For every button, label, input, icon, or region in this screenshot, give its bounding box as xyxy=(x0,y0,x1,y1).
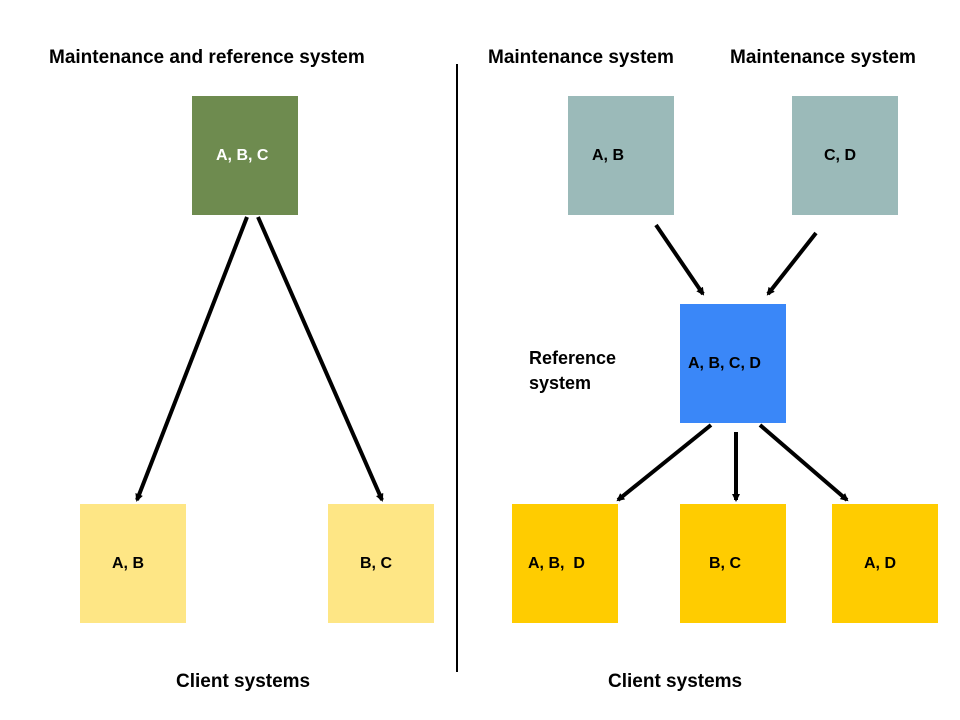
client-box-left-1: A, B xyxy=(80,504,186,623)
box-label: B, C xyxy=(709,555,741,572)
arrow-maint2-to-reference xyxy=(766,231,818,296)
box-label: A, D xyxy=(864,555,896,572)
box-label: C, D xyxy=(824,147,856,164)
box-label: A, B, D xyxy=(528,555,585,572)
client-box-left-2: B, C xyxy=(328,504,434,623)
reference-box: A, B, C, D xyxy=(680,304,786,423)
arrow-maint1-to-reference xyxy=(654,223,705,296)
reference-label-line-1: Reference xyxy=(529,348,617,368)
box-label: B, C xyxy=(360,555,392,572)
client-box-right-3: A, D xyxy=(832,504,938,623)
box-label: A, B, C, D xyxy=(688,355,761,372)
arrow-reference-to-client-3 xyxy=(758,423,849,502)
reference-label-line-2: system xyxy=(529,373,592,393)
arrow-to-client-left-1 xyxy=(135,216,249,502)
panel-divider xyxy=(456,64,458,672)
maintenance-box-1: A, B xyxy=(568,96,674,215)
maintenance-title-2: Maintenance system xyxy=(730,47,916,68)
box-label: A, B xyxy=(112,555,144,572)
maintenance-box-2: C, D xyxy=(792,96,898,215)
box-label: A, B, C xyxy=(216,147,269,164)
arrow-to-client-left-2 xyxy=(256,216,384,502)
maintenance-title-1: Maintenance system xyxy=(488,47,674,68)
box-label: A, B xyxy=(592,147,624,164)
left-title: Maintenance and reference system xyxy=(49,47,365,68)
maintenance-reference-box: A, B, C xyxy=(192,96,298,215)
arrow-reference-to-client-1 xyxy=(616,423,713,502)
client-box-right-2: B, C xyxy=(680,504,786,623)
left-footer: Client systems xyxy=(176,671,311,692)
client-box-right-1: A, B, D xyxy=(512,504,618,623)
right-footer: Client systems xyxy=(608,671,743,692)
